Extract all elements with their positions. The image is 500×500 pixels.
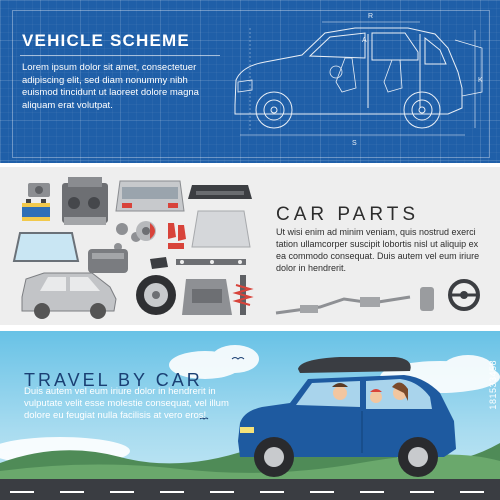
- meadow: [0, 454, 500, 483]
- road: [0, 479, 500, 500]
- hood-icon: [191, 210, 251, 248]
- cylinder-head-icon: [88, 249, 128, 273]
- shock-absorber-icon: [232, 275, 254, 315]
- windshield-icon: [12, 232, 80, 262]
- stock-watermark: 181533458: [488, 360, 498, 410]
- travel-car: [238, 357, 456, 477]
- dim-label-k: K: [478, 77, 483, 84]
- dim-label-a: A: [362, 37, 367, 44]
- mirror-icon: [150, 257, 168, 269]
- car-trunk-icon: [115, 180, 185, 212]
- vehicle-scheme-text: Lorem ipsum dolor sit amet, consectetuer…: [22, 62, 199, 111]
- car-parts-text: Ut wisi enim ad minim veniam, quis nostr…: [276, 227, 480, 273]
- engine-icon: [62, 177, 108, 225]
- car-parts-title: CAR PARTS: [276, 204, 419, 225]
- bumper-icon: [188, 185, 252, 199]
- dim-label-s: S: [352, 140, 357, 147]
- title-divider: [20, 55, 220, 56]
- blueprint-frame: [12, 10, 490, 158]
- road-markings: [10, 491, 484, 493]
- travel-scene: [0, 345, 500, 500]
- battery-icon: [22, 199, 50, 221]
- vehicle-scheme-banner: VEHICLE SCHEME Lorem ipsum dolor sit ame…: [0, 0, 500, 163]
- car-body-frame-icon: [21, 272, 117, 319]
- birds-icon: [199, 357, 245, 420]
- wheel-icon: [136, 275, 176, 315]
- exhaust-pipe-icon: [275, 287, 434, 315]
- steering-wheel-icon: [448, 279, 480, 311]
- bracket-icon: [176, 259, 246, 265]
- vehicle-scheme-title: VEHICLE SCHEME: [22, 31, 190, 50]
- car-parts-banner: CAR PARTS Ut wisi enim ad minim veniam, …: [0, 167, 500, 325]
- car-blueprint-drawing: R A S K: [234, 13, 483, 147]
- travel-title: TRAVEL BY CAR: [24, 370, 203, 390]
- dim-label-r: R: [368, 13, 373, 20]
- alternator-icon: [28, 183, 50, 197]
- car-parts-illustration: [12, 177, 480, 319]
- brake-disc-icon: [136, 221, 156, 241]
- engine-cover-icon: [182, 279, 232, 315]
- roof-box: [298, 357, 411, 373]
- travel-by-car-banner: TRAVEL BY CAR Duis autem vel eum iriure …: [0, 331, 500, 500]
- car-seat-icon: [168, 223, 186, 249]
- travel-text: Duis autem vel eum iriure dolor in hendr…: [24, 386, 229, 421]
